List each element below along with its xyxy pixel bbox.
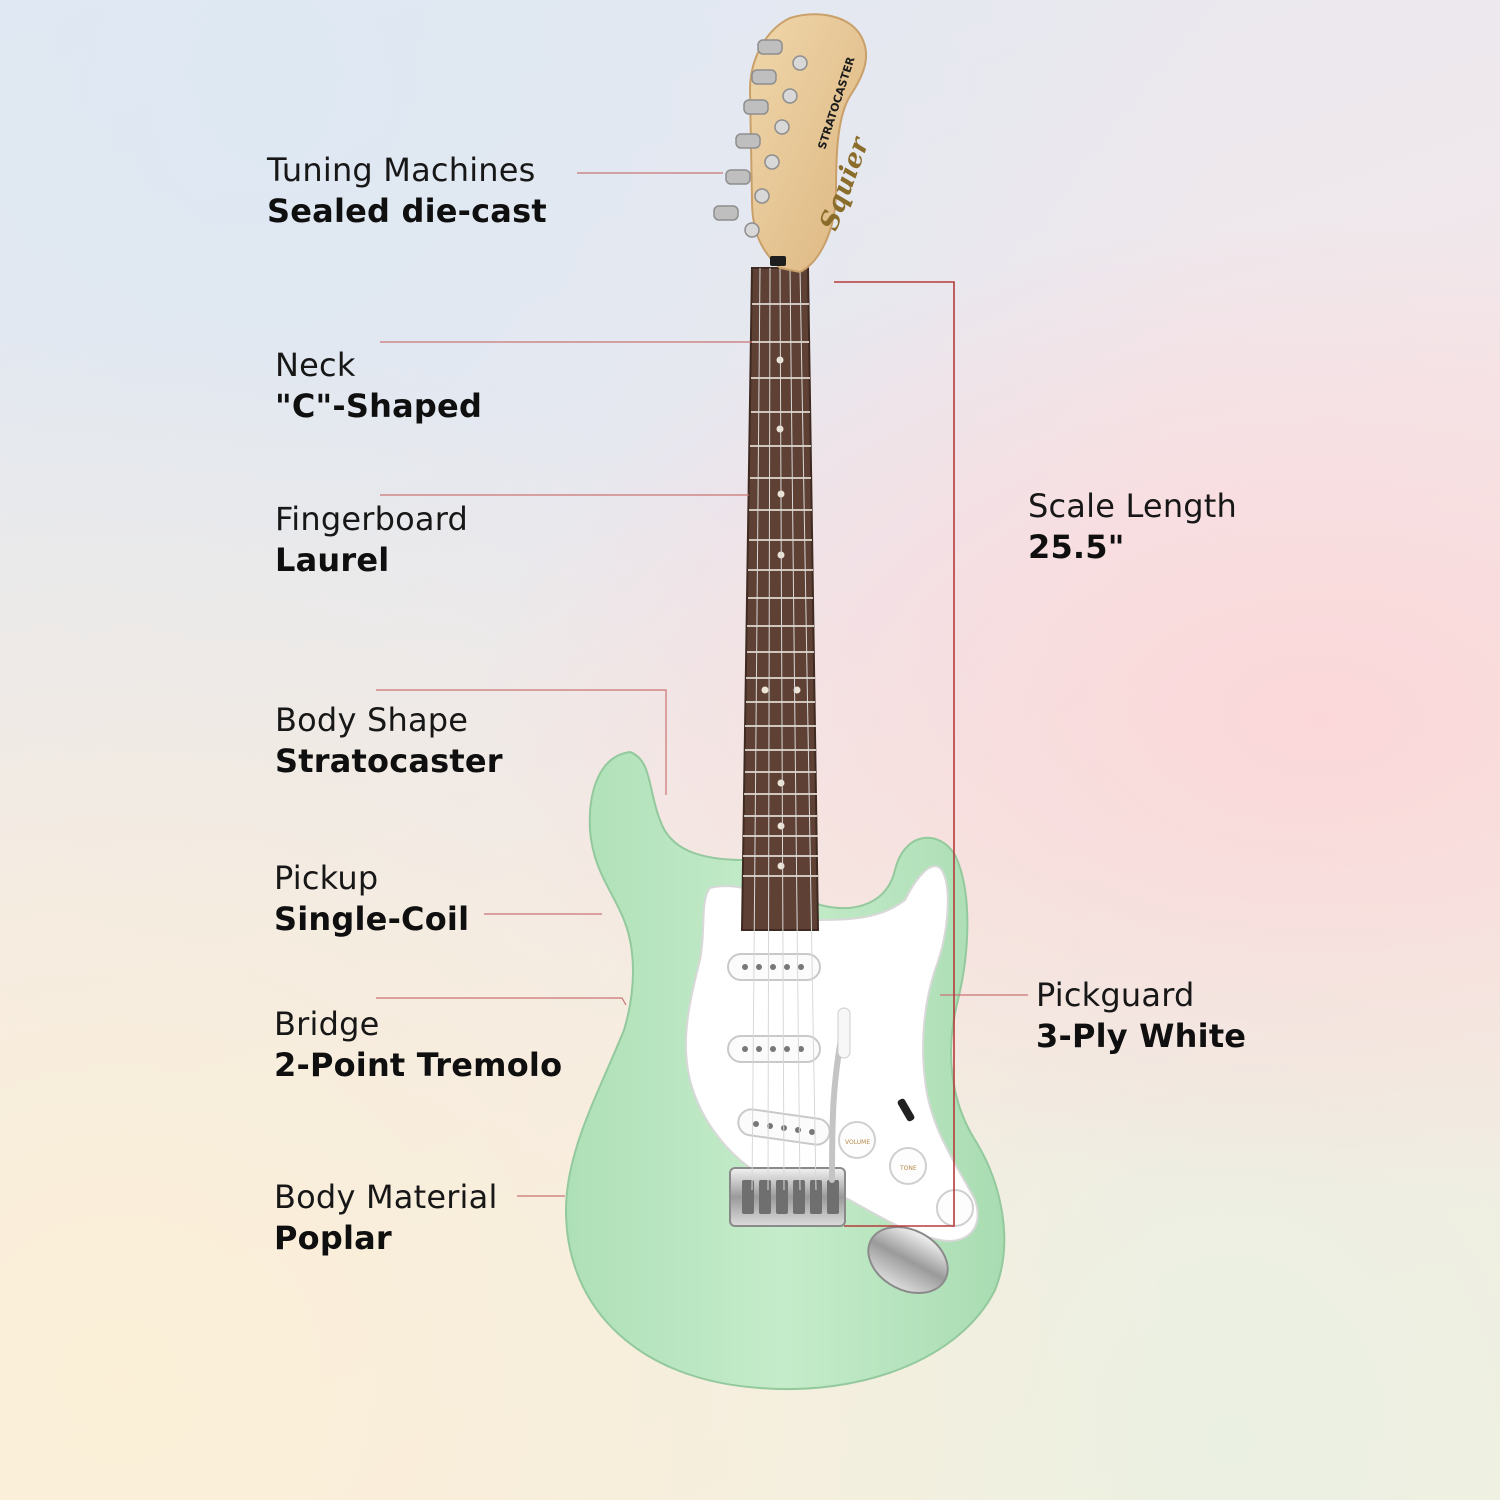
spec-value: 25.5" [1028,528,1125,566]
spec-body-shape: Body Shape Stratocaster [275,700,503,782]
spec-name: Bridge [274,1005,380,1043]
spec-value: Stratocaster [275,742,503,780]
spec-name: Neck [275,346,356,384]
spec-name: Body Shape [275,701,469,739]
spec-name: Pickguard [1036,976,1195,1014]
spec-name: Body Material [274,1178,498,1216]
spec-pickup: Pickup Single-Coil [274,858,469,940]
spec-tuning-machines: Tuning Machines Sealed die-cast [267,150,547,232]
spec-value: 3-Ply White [1036,1017,1247,1055]
spec-pickguard: Pickguard 3-Ply White [1036,975,1246,1057]
output-jack [867,1225,949,1295]
spec-value: Poplar [274,1219,392,1257]
headstock [748,13,867,274]
tone-knob-label: TONE [899,1165,917,1172]
spec-neck: Neck "C"-Shaped [275,345,482,427]
spec-name: Pickup [274,859,379,897]
spec-value: Laurel [275,541,390,579]
spec-name: Scale Length [1028,487,1238,525]
spec-fingerboard: Fingerboard Laurel [275,499,468,581]
spec-name: Fingerboard [275,500,469,538]
spec-value: 2-Point Tremolo [274,1046,563,1084]
spec-value: "C"-Shaped [275,387,483,425]
spec-bridge: Bridge 2-Point Tremolo [274,1004,562,1086]
spec-value: Sealed die-cast [267,192,547,230]
strings [751,267,817,1191]
spec-body-material: Body Material Poplar [274,1177,498,1259]
tuning-pegs [713,39,808,238]
spec-scale-length: Scale Length 25.5" [1028,486,1237,568]
volume-knob-label: VOLUME [845,1139,870,1146]
spec-name: Tuning Machines [267,151,536,189]
spec-value: Single-Coil [274,900,470,938]
